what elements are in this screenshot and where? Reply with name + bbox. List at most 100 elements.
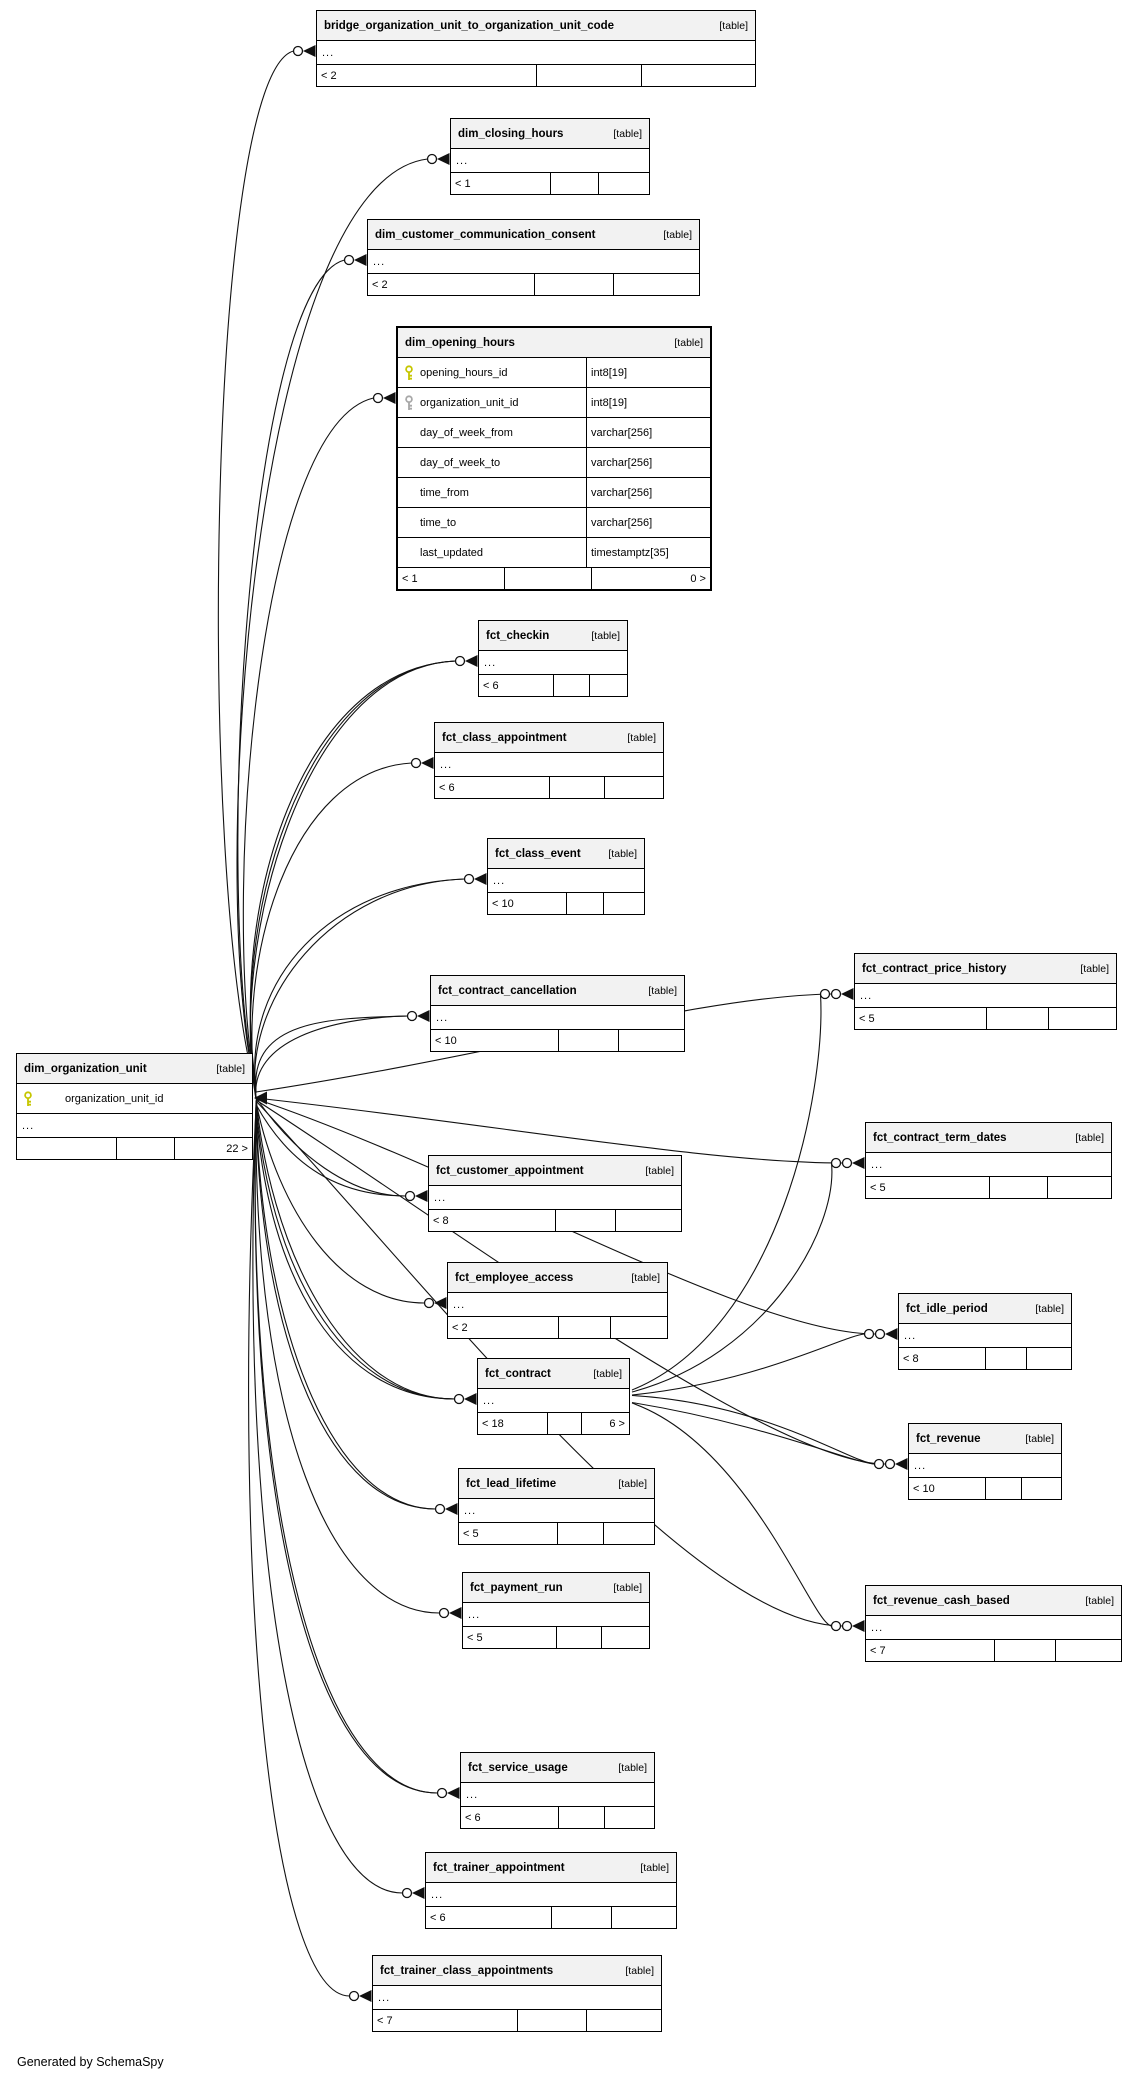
relationship-line-dim_organization_unit-to-bridge_organization_unit_to_organization_unit_code [217, 50, 294, 1091]
table-fct_trainer_class_appointments[interactable]: fct_trainer_class_appointments[table]...… [372, 1955, 662, 2032]
zero-or-many-circle [884, 1458, 896, 1470]
table-type-tag: [table] [1080, 962, 1109, 975]
table-footer: < 7 [866, 1640, 1121, 1661]
relationship-line-dim_organization_unit-to-fct_checkin [249, 660, 456, 1100]
table-footer: < 10 [909, 1478, 1061, 1499]
relationship-line-dim_organization_unit-to-fct_trainer_class_appointments [248, 1107, 350, 1997]
relationship-line-dim_organization_unit-to-fct_customer_appointment [255, 1104, 406, 1197]
table-name: fct_customer_appointment [436, 1164, 584, 1177]
table-fct_lead_lifetime[interactable]: fct_lead_lifetime[table]...< 5 [458, 1468, 655, 1545]
column-name: day_of_week_from [420, 426, 513, 439]
zero-or-many-circle [410, 757, 422, 769]
footer-spacer [556, 1627, 601, 1648]
table-fct_contract_cancellation[interactable]: fct_contract_cancellation[table]...< 10 [430, 975, 685, 1052]
table-fct_checkin[interactable]: fct_checkin[table]...< 6 [478, 620, 628, 697]
columns-ellipsis: ... [451, 149, 649, 173]
table-fct_revenue[interactable]: fct_revenue[table]...< 10 [908, 1423, 1062, 1500]
zero-or-many-circle [463, 873, 475, 885]
table-fct_trainer_appointment[interactable]: fct_trainer_appointment[table]...< 6 [425, 1852, 677, 1929]
table-fct_class_event[interactable]: fct_class_event[table]...< 10 [487, 838, 645, 915]
zero-or-many-circle [873, 1458, 885, 1470]
table-name: fct_trainer_appointment [433, 1861, 565, 1874]
table-fct_customer_appointment[interactable]: fct_customer_appointment[table]...< 8 [428, 1155, 682, 1232]
table-dim_opening_hours[interactable]: dim_opening_hours[table]opening_hours_id… [396, 326, 712, 591]
table-footer: < 2 [448, 1317, 667, 1338]
zero-or-many-circle [292, 45, 304, 57]
footer-parents-count [1047, 1177, 1111, 1198]
table-fct_contract_price_history[interactable]: fct_contract_price_history[table]...< 5 [854, 953, 1117, 1030]
table-type-tag: [table] [674, 336, 703, 349]
table-footer: < 5 [855, 1008, 1116, 1029]
column-name: organization_unit_id [420, 396, 519, 409]
crows-foot-arrow-icon [383, 392, 396, 404]
table-type-tag: [table] [216, 1062, 245, 1075]
column-type: varchar[256] [586, 508, 710, 537]
table-fct_service_usage[interactable]: fct_service_usage[table]...< 6 [460, 1752, 655, 1829]
footer-spacer [504, 568, 591, 589]
footer-children-count: < 10 [913, 1482, 935, 1495]
table-header: bridge_organization_unit_to_organization… [317, 11, 755, 41]
footer-children-count: < 2 [372, 278, 388, 291]
footer-children-count: < 6 [465, 1811, 481, 1824]
table-fct_employee_access[interactable]: fct_employee_access[table]...< 2 [447, 1262, 668, 1339]
footer-children-count: < 5 [859, 1012, 875, 1025]
table-type-tag: [table] [627, 731, 656, 744]
table-fct_contract_term_dates[interactable]: fct_contract_term_dates[table]...< 5 [865, 1122, 1112, 1199]
crows-foot-arrow-icon [895, 1458, 908, 1470]
footer-parents-count [597, 173, 649, 194]
table-footer: < 10 [488, 893, 644, 914]
columns-ellipsis: ... [435, 753, 663, 777]
table-footer: < 2 [317, 65, 755, 86]
table-dim_customer_communication_consent[interactable]: dim_customer_communication_consent[table… [367, 219, 700, 296]
footer-spacer [566, 893, 603, 914]
footer-parents-count [603, 777, 663, 798]
table-dim_closing_hours[interactable]: dim_closing_hours[table]...< 1 [450, 118, 650, 195]
table-fct_revenue_cash_based[interactable]: fct_revenue_cash_based[table]...< 7 [865, 1585, 1122, 1662]
footer-spacer [549, 777, 604, 798]
table-type-tag: [table] [648, 984, 677, 997]
table-fct_idle_period[interactable]: fct_idle_period[table]...< 8 [898, 1293, 1072, 1370]
footer-parents-count [588, 675, 627, 696]
table-name: fct_payment_run [470, 1581, 563, 1594]
table-bridge_organization_unit_to_organization_unit_code[interactable]: bridge_organization_unit_to_organization… [316, 10, 756, 87]
columns-ellipsis: ... [17, 1114, 252, 1138]
columns-ellipsis: ... [459, 1499, 654, 1523]
hub-arrow-icon [254, 1091, 267, 1105]
table-header: fct_contract[table] [478, 1359, 629, 1389]
zero-or-many-circle [863, 1328, 875, 1340]
table-dim_organization_unit[interactable]: dim_organization_unit[table]organization… [16, 1053, 253, 1160]
relationship-line-dim_organization_unit-to-fct_trainer_appointment [252, 1106, 403, 1894]
table-name: fct_contract_price_history [862, 962, 1007, 975]
crows-foot-arrow-icon [417, 1010, 430, 1022]
table-fct_payment_run[interactable]: fct_payment_run[table]...< 5 [462, 1572, 650, 1649]
zero-or-many-circle [874, 1328, 886, 1340]
table-header: fct_class_appointment[table] [435, 723, 663, 753]
crows-foot-arrow-icon [303, 45, 316, 57]
relationship-line-dim_organization_unit-to-fct_class_event [254, 878, 465, 1091]
table-header: fct_employee_access[table] [448, 1263, 667, 1293]
footer-parents-count [603, 1807, 654, 1828]
footer-spacer [555, 1210, 615, 1231]
relationship-line-dim_organization_unit-to-fct_contract [255, 1102, 455, 1400]
footer-spacer [553, 675, 589, 696]
footer-parents-count [1054, 1640, 1121, 1661]
table-header: dim_opening_hours[table] [398, 328, 710, 358]
relationship-line-dim_organization_unit-to-fct_lead_lifetime [255, 1100, 436, 1510]
table-footer: < 6 [426, 1907, 676, 1928]
crows-foot-arrow-icon [852, 1620, 865, 1632]
footer-spacer [557, 1030, 619, 1051]
footer-parents-count [603, 1523, 654, 1544]
column-type: varchar[256] [586, 478, 710, 507]
table-type-tag: [table] [1025, 1432, 1054, 1445]
table-fct_class_appointment[interactable]: fct_class_appointment[table]...< 6 [434, 722, 664, 799]
table-footer: < 10 [431, 1030, 684, 1051]
footer-parents-count [1048, 1008, 1116, 1029]
table-header: fct_service_usage[table] [461, 1753, 654, 1783]
table-footer: < 1 [451, 173, 649, 194]
footer-children-count: < 1 [402, 572, 418, 585]
footer-spacer [547, 1413, 580, 1434]
